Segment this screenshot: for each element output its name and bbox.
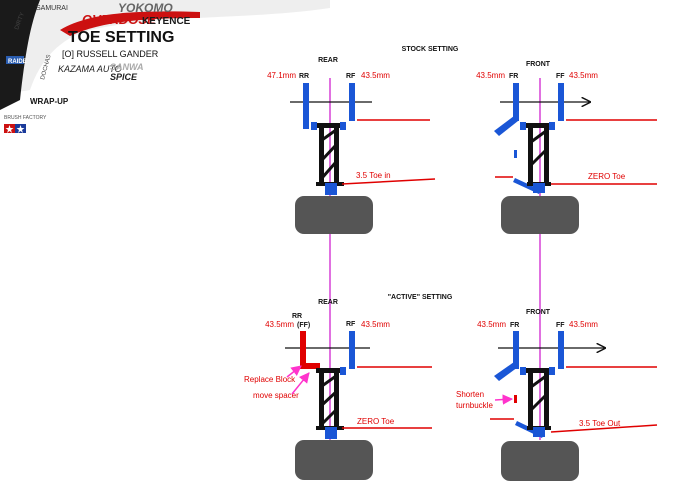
active-rear-assembly: REAR RR (FF) RF 43.5mm 43.5mm ZERO Toe R… <box>244 299 432 480</box>
sponsor-raide: RAIDE <box>8 59 27 65</box>
sponsor-yokomo: YOKOMO <box>118 1 173 15</box>
sponsor-brush-factory: BRUSH FACTORY <box>4 115 47 121</box>
stock-setting-heading: STOCK SETTING <box>402 46 459 53</box>
stock-front-label: FRONT <box>526 61 551 68</box>
active-rear-callout-arrow-2 <box>291 372 310 395</box>
active-setting-heading: "ACTIVE" SETTING <box>388 294 453 301</box>
active-rear-callout-replace: Replace Block <box>244 375 296 384</box>
sponsor-wrapup: WRAP-UP <box>30 97 69 106</box>
active-rear-callout-spacer: move spacer <box>253 391 299 400</box>
raide-logo-bg <box>6 56 24 64</box>
active-front-fr-wheel <box>513 331 519 369</box>
stock-rear-toe-line <box>341 178 436 185</box>
stock-front-ff-label: FF <box>556 73 565 80</box>
active-front-toe-note: 3.5 Toe Out <box>579 419 621 428</box>
stock-rear-toe-note: 3.5 Toe in <box>356 171 391 180</box>
active-front-tire <box>501 441 579 481</box>
active-rear-chassis <box>316 367 346 439</box>
stock-front-fr-wheel <box>513 83 519 121</box>
stock-rear-rr-wheel <box>303 83 309 129</box>
active-front-callout-shorten: Shorten <box>456 390 484 399</box>
stock-rear-tire <box>295 196 373 234</box>
sponsor-banner: OVERDOSE KEYENCE YOKOMO SAMURAI TOE SETT… <box>0 0 330 133</box>
stock-rear-rf-value: 43.5mm <box>361 71 390 80</box>
active-rear-rf-wheel <box>349 331 355 369</box>
stock-rear-assembly: REAR RR RF 47.1mm 43.5mm 3.5 Toe in <box>267 57 436 234</box>
active-front-assembly: FRONT FR FF 43.5mm 43.5mm 3.5 Toe Out Sh… <box>456 309 658 481</box>
active-front-ff-label: FF <box>556 322 565 329</box>
active-rear-toe-note: ZERO Toe <box>357 417 395 426</box>
active-front-fr-value: 43.5mm <box>477 320 506 329</box>
active-front-fr-label: FR <box>510 322 519 329</box>
page-title: TOE SETTING <box>68 29 174 46</box>
active-rear-label: REAR <box>318 299 338 306</box>
stock-front-fr-label: FR <box>509 73 518 80</box>
sponsor-overdose: OVERDOSE <box>82 12 156 27</box>
stock-front-toe-note: ZERO Toe <box>588 172 626 181</box>
active-front-callout-turnbuckle: turnbuckle <box>456 401 493 410</box>
sponsor-keyence: KEYENCE <box>142 16 191 27</box>
stock-front-ff-wheel <box>558 83 564 121</box>
stock-front-chassis <box>494 116 555 194</box>
active-rear-rf-value: 43.5mm <box>361 320 390 329</box>
active-front-ff-value: 43.5mm <box>569 320 598 329</box>
active-rear-callout-arrow-1 <box>286 365 302 378</box>
active-rear-tire <box>295 440 373 480</box>
active-front-shortened-turnbuckle <box>514 395 517 403</box>
stock-rear-rr-label: RR <box>299 73 309 80</box>
active-rear-replace-block <box>306 363 320 369</box>
stock-front-ff-value: 43.5mm <box>569 71 598 80</box>
stock-rear-rf-label: RF <box>346 73 356 80</box>
stock-front-tire <box>501 196 579 234</box>
active-front-label: FRONT <box>526 309 551 316</box>
tamiya-star-icon <box>4 124 26 133</box>
sponsor-spice: SPICE <box>110 72 138 82</box>
brand-swoosh-red <box>60 11 200 36</box>
active-rear-rr-sub-label: (FF) <box>297 322 310 329</box>
stock-front-assembly: FRONT FR FF 43.5mm 43.5mm ZERO Toe <box>476 61 657 234</box>
active-front-ff-wheel <box>558 331 564 369</box>
stock-rear-rr-value: 47.1mm <box>267 71 296 80</box>
active-front-callout-arrow <box>494 394 514 405</box>
sponsor-samurai: SAMURAI <box>36 5 68 12</box>
active-front-toe-line <box>550 424 658 433</box>
stock-front-fr-value: 43.5mm <box>476 71 505 80</box>
author-name: [O] RUSSELL GANDER <box>62 49 159 59</box>
sponsor-kazama: KAZAMA AUTO <box>58 64 122 74</box>
active-rear-rr-wheel <box>300 331 306 369</box>
stock-rear-chassis <box>311 122 346 195</box>
active-rear-rr-label: RR <box>292 313 302 320</box>
sponsor-sanwa: SANWA <box>110 62 144 72</box>
brand-swoosh-black <box>0 0 40 110</box>
active-rear-rf-label: RF <box>346 321 356 328</box>
stock-rear-rf-wheel <box>349 83 355 121</box>
active-front-chassis <box>494 362 555 438</box>
active-rear-rr-value: 43.5mm <box>265 320 294 329</box>
stock-rear-label: REAR <box>318 57 338 64</box>
sponsor-dirty: DIRTY <box>14 12 26 31</box>
